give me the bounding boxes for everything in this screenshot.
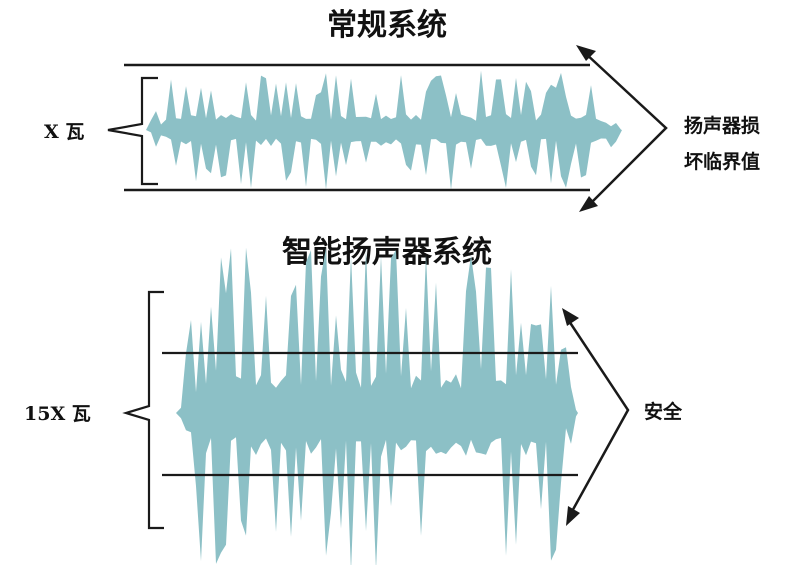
top-limit-arrowhead-down: [579, 196, 598, 212]
safe-label: 安全: [644, 400, 683, 423]
conventional-waveform: [146, 70, 622, 190]
smart-speaker-system-panel: 智能扬声器系统 15X 瓦 安全: [24, 235, 683, 565]
smart-speaker-system-title: 智能扬声器系统: [282, 235, 492, 270]
bottom-power-bracket: [122, 290, 164, 530]
top-limit-arrow: [583, 51, 668, 207]
top-power-bracket: [107, 76, 158, 186]
bottom-power-label: 15X 瓦: [24, 403, 91, 425]
bottom-safe-arrowhead-down: [566, 506, 580, 526]
bottom-safe-arrow: [565, 317, 630, 516]
speaker-damage-threshold-label-line1: 扬声器损: [684, 114, 760, 137]
smart-speaker-waveform: [176, 247, 578, 565]
top-limit-arrowhead-up: [576, 45, 596, 61]
conventional-system-title: 常规系统: [327, 8, 447, 43]
conventional-system-panel: 常规系统 X 瓦 扬声器损 坏临界值: [44, 8, 760, 212]
speaker-damage-threshold-label-line2: 坏临界值: [684, 150, 760, 173]
bottom-safe-arrowhead-up: [562, 308, 579, 326]
top-power-label: X 瓦: [44, 121, 84, 143]
